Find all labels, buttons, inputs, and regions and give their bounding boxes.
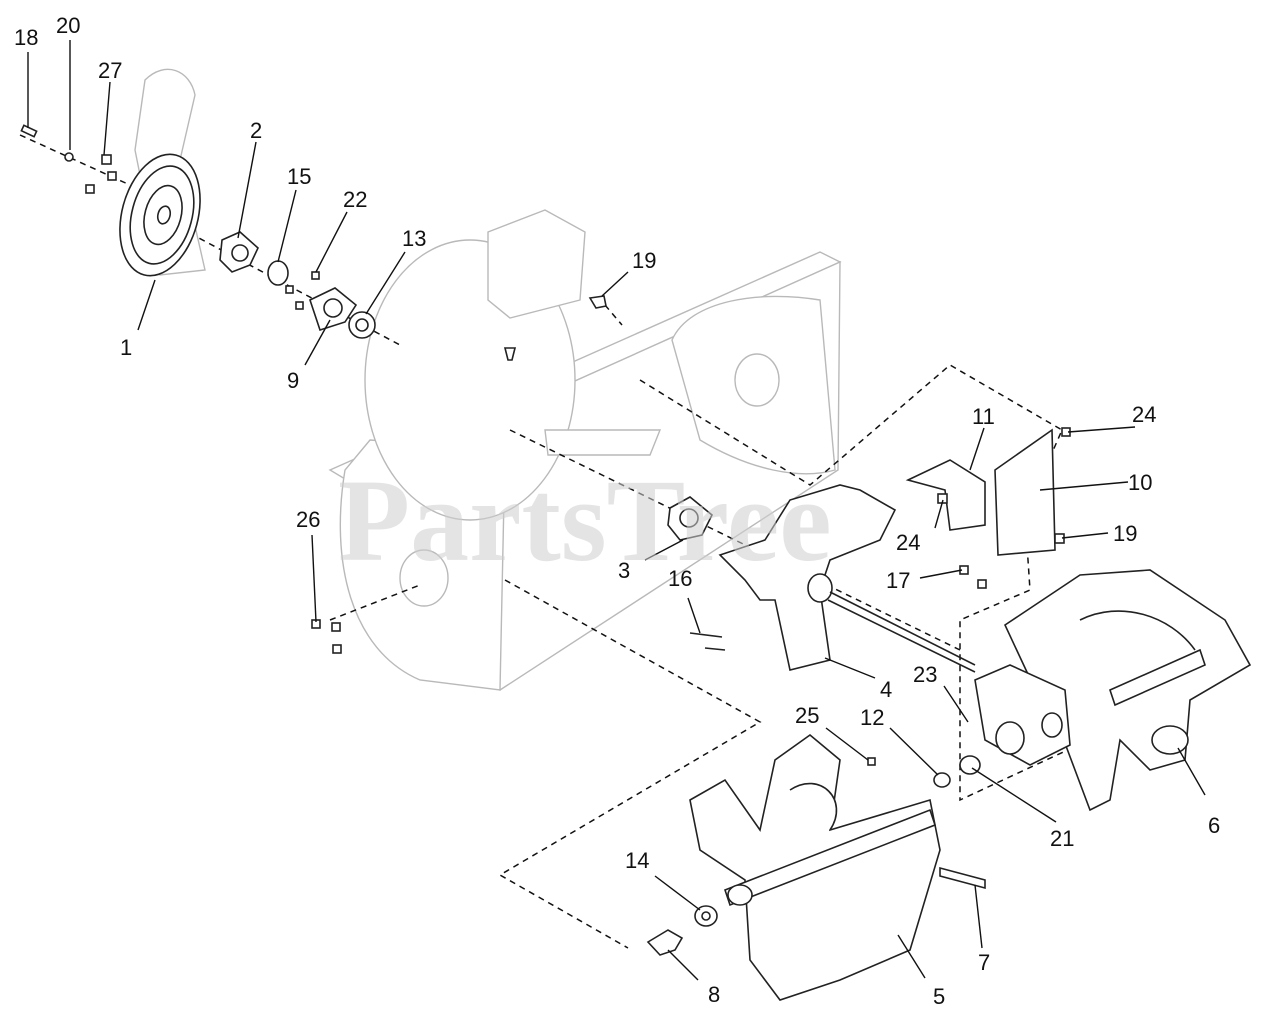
callout-13: 13 — [402, 226, 426, 251]
callout-12: 12 — [860, 705, 884, 730]
callout-25: 25 — [795, 703, 819, 728]
callout-1: 1 — [120, 335, 132, 360]
callout-24-mid: 24 — [896, 530, 920, 555]
callout-9: 9 — [287, 368, 299, 393]
callout-18: 18 — [14, 25, 38, 50]
callout-5: 5 — [933, 984, 945, 1009]
callout-26: 26 — [296, 507, 320, 532]
callout-20: 20 — [56, 13, 80, 38]
leader-lines — [27, 40, 1206, 981]
callout-10: 10 — [1128, 470, 1152, 495]
callout-24-top: 24 — [1132, 402, 1156, 427]
callout-7: 7 — [978, 950, 990, 975]
watermark-text: PartsTree — [338, 455, 832, 586]
callout-4: 4 — [880, 677, 892, 702]
callout-6: 6 — [1208, 813, 1220, 838]
gearbox — [933, 664, 1071, 788]
callout-16: 16 — [668, 566, 692, 591]
impeller — [718, 484, 976, 673]
callout-22: 22 — [343, 187, 367, 212]
callout-19-top: 19 — [632, 248, 656, 273]
callout-2: 2 — [250, 118, 262, 143]
gearbox-brackets — [905, 427, 1071, 589]
callout-27: 27 — [98, 58, 122, 83]
auger-housing — [328, 209, 842, 691]
right-auger — [1003, 569, 1252, 812]
shear-pins — [689, 632, 726, 651]
callout-21: 21 — [1050, 826, 1074, 851]
callout-19-right: 19 — [1113, 521, 1137, 546]
bearing-hardware — [219, 231, 376, 339]
callout-3: 3 — [618, 558, 630, 583]
upper-left-hardware — [20, 124, 117, 194]
callout-11: 11 — [972, 404, 995, 429]
left-auger — [689, 733, 941, 1001]
callout-labels: 18 20 27 1 2 15 22 13 9 19 26 3 16 4 11 … — [14, 13, 1220, 1009]
callout-15: 15 — [287, 164, 311, 189]
callout-23: 23 — [913, 662, 937, 687]
lower-hardware — [646, 757, 986, 956]
callout-14: 14 — [625, 848, 649, 873]
callout-17: 17 — [886, 568, 910, 593]
misc-hardware — [311, 295, 607, 654]
flange-bearing — [667, 496, 714, 541]
callout-8: 8 — [708, 982, 720, 1007]
pulley-assembly — [119, 68, 206, 277]
